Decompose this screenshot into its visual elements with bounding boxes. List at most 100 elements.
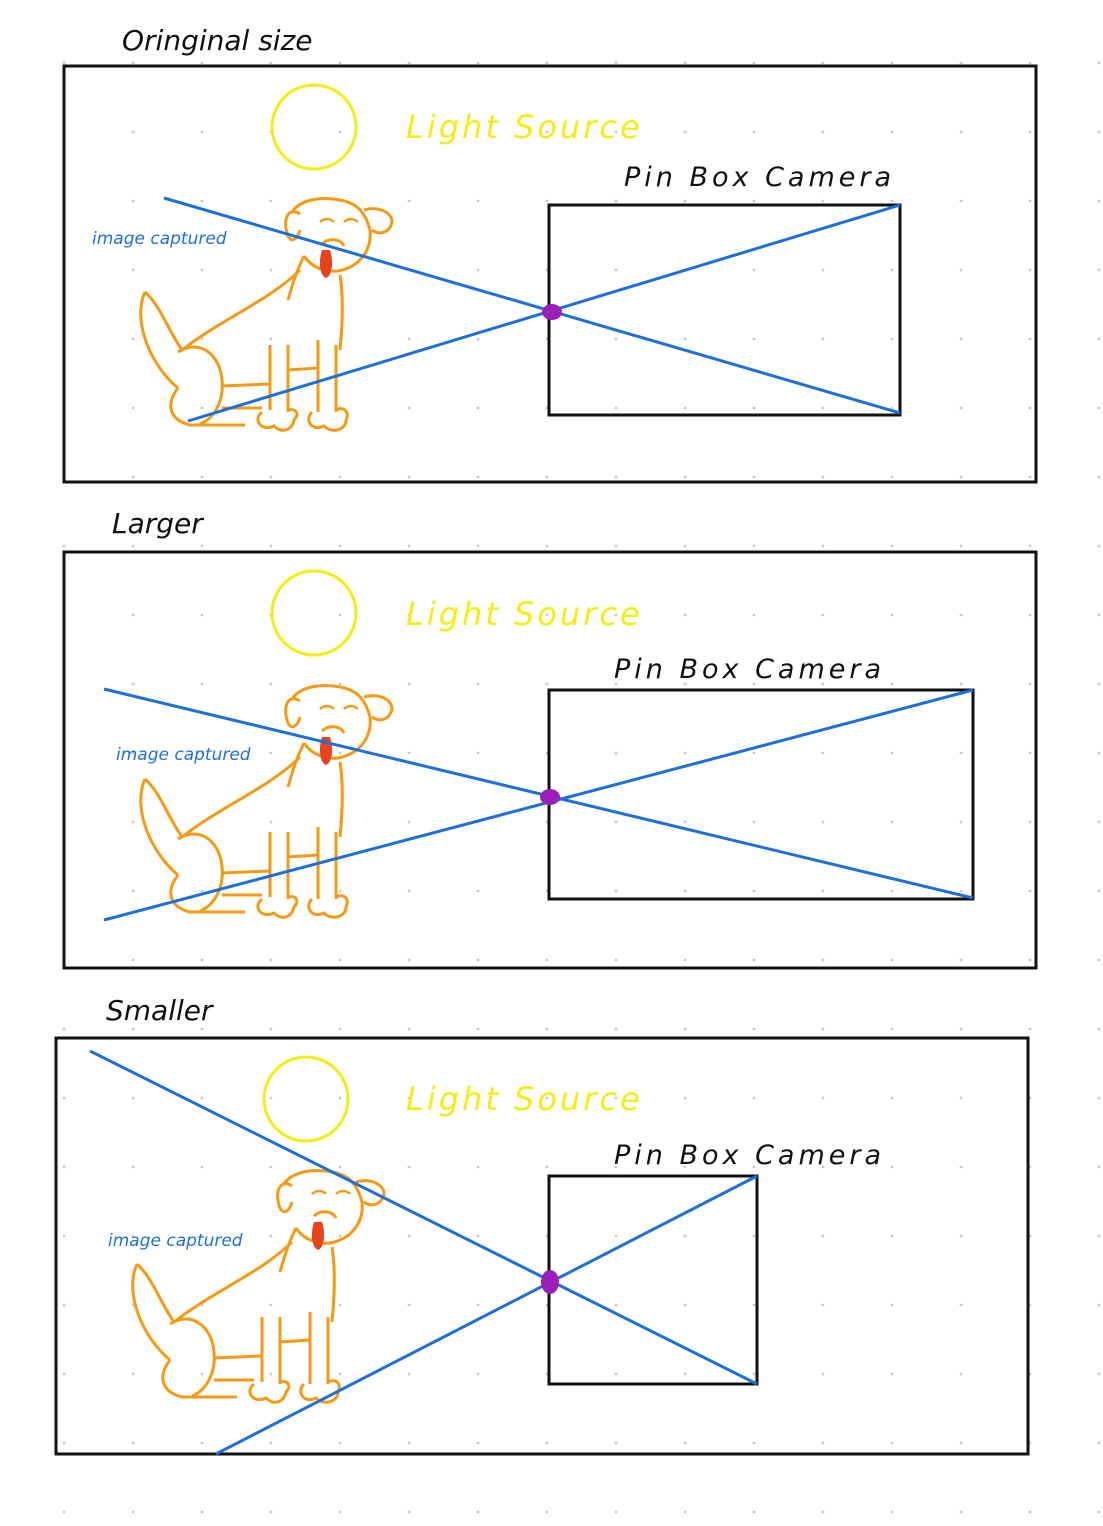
grid-dot [200,337,204,341]
grid-dot [1028,406,1032,410]
grid-dot [1097,1165,1101,1169]
grid-dot [338,751,342,755]
light-ray-top-to-bottom [89,1049,758,1386]
grid-dot [131,475,135,479]
panel-frame [62,550,1038,970]
grid-dot [1097,820,1101,824]
grid-dot [269,958,273,962]
grid-dot [683,406,687,410]
grid-dot [131,1096,135,1100]
grid-dot [1097,199,1101,203]
grid-dot [476,268,480,272]
pinhole-dot-icon [541,1270,559,1294]
grid-dot [683,1234,687,1238]
grid-dot [614,61,618,65]
grid-dot [1097,1303,1101,1307]
grid-dot [683,337,687,341]
grid-dot [407,544,411,548]
grid-dot [959,958,963,962]
grid-dot [614,1096,618,1100]
grid-dot [545,682,549,686]
grid-dot [1097,130,1101,134]
grid-dot [959,61,963,65]
grid-dot [1097,1372,1101,1376]
grid-dot [476,1372,480,1376]
grid-dot [407,1096,411,1100]
grid-dot [821,268,825,272]
light-source-label: Light Source [406,595,643,633]
grid-dot [614,1165,618,1169]
dog-sketch-icon [139,684,394,919]
grid-dot [269,544,273,548]
grid-dot [959,1096,963,1100]
panel-frame [54,1036,1030,1456]
grid-dot [407,1441,411,1445]
grid-dot [821,751,825,755]
grid-dot [407,820,411,824]
grid-dot [959,1441,963,1445]
grid-dot [683,682,687,686]
camera-label: Pin Box Camera [624,162,895,193]
grid-dot [62,1372,66,1376]
grid-dot [821,1372,825,1376]
grid-dot [683,613,687,617]
grid-dot [959,751,963,755]
grid-dot [821,1234,825,1238]
grid-dot [821,130,825,134]
grid-dot [890,268,894,272]
grid-dot [614,1234,618,1238]
light-ray-top-to-bottom [163,196,901,415]
grid-dot [890,1027,894,1031]
grid-dot [959,1510,963,1514]
grid-dot [1097,337,1101,341]
grid-dot [683,1303,687,1307]
grid-dot [890,544,894,548]
sun-circle-icon [270,569,358,657]
grid-dot [545,544,549,548]
grid-dot [1028,1027,1032,1031]
grid-dot [614,406,618,410]
grid-dot [752,199,756,203]
panel-smaller: Smaller Light Source Pin Box Camera imag… [54,994,1030,1456]
grid-dot [269,1372,273,1376]
grid-dot [890,958,894,962]
grid-dot [476,1510,480,1514]
grid-dot [959,544,963,548]
grid-dot [752,1441,756,1445]
grid-dot [1028,613,1032,617]
grid-dot [683,1441,687,1445]
grid-dot [131,751,135,755]
grid-dot [269,1096,273,1100]
grid-dot [200,199,204,203]
grid-dot [683,61,687,65]
sun-circle-icon [262,1055,350,1143]
grid-dot [338,682,342,686]
grid-dot [200,1441,204,1445]
grid-dot [269,475,273,479]
grid-dot [1028,889,1032,893]
grid-dot [407,337,411,341]
grid-dot [338,1027,342,1031]
grid-dot [614,958,618,962]
grid-dot [890,820,894,824]
grid-dot [338,475,342,479]
grid-dot [407,1372,411,1376]
grid-dot [131,958,135,962]
grid-dot [683,475,687,479]
grid-dot [890,1096,894,1100]
light-source-label: Light Source [406,108,643,146]
grid-dot [1028,544,1032,548]
grid-dot [890,1441,894,1445]
grid-dot [131,1165,135,1169]
grid-dot [407,61,411,65]
grid-dot [1097,61,1101,65]
grid-dot [269,1441,273,1445]
grid-dot [1097,1441,1101,1445]
light-source-label: Light Source [406,1080,643,1118]
grid-dot [269,1303,273,1307]
grid-dot [821,1027,825,1031]
panel-title: Oringinal size [122,24,313,57]
grid-dot [683,958,687,962]
grid-dot [131,1234,135,1238]
